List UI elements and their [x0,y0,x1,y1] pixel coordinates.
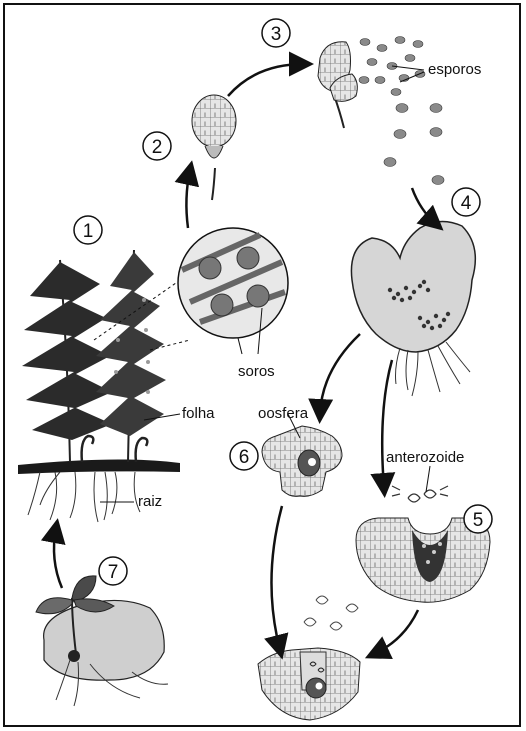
step-7-number: 7 [108,562,119,583]
step-2-number: 2 [152,137,163,158]
label-soros: soros [238,363,275,380]
arrow-4-to-5 [382,360,392,488]
step-1-number: 1 [83,221,94,242]
right-frond [96,250,166,462]
label-raiz: raiz [138,493,162,510]
ground [18,459,180,474]
label-oosfera: oosfera [258,405,309,422]
arrow-2-to-3 [228,64,304,96]
arrow-4-to-6 [320,334,360,414]
left-frond [22,260,112,462]
roots [28,472,140,522]
young-sporophyte [36,576,168,706]
arrow-5-to-fertilization [374,610,418,654]
sporangium-open [318,42,357,128]
anterozoide-cell [392,486,448,502]
sperm-swimming [304,596,358,630]
archegonium [262,414,342,496]
leader-esporos [392,66,424,70]
step-3-number: 3 [271,24,282,45]
spores [359,37,444,185]
label-folha: folha [182,405,215,422]
step-4-number: 4 [461,193,472,214]
arrow-7-to-1 [54,528,62,588]
arrow-1-to-2 [186,170,190,228]
fiddlehead-left [82,436,94,462]
step-6-number: 6 [239,447,250,468]
antheridium [356,466,490,602]
sporangium-closed [192,95,236,200]
arrow-6-to-fertilization [271,506,282,650]
label-esporos: esporos [428,61,481,78]
fern-plant [18,250,180,522]
label-anterozoide: anterozoide [386,449,464,466]
arrow-3-to-4 [412,188,436,224]
fiddlehead-right [136,438,148,462]
prothallus [351,221,475,396]
step-5-number: 5 [473,510,484,531]
